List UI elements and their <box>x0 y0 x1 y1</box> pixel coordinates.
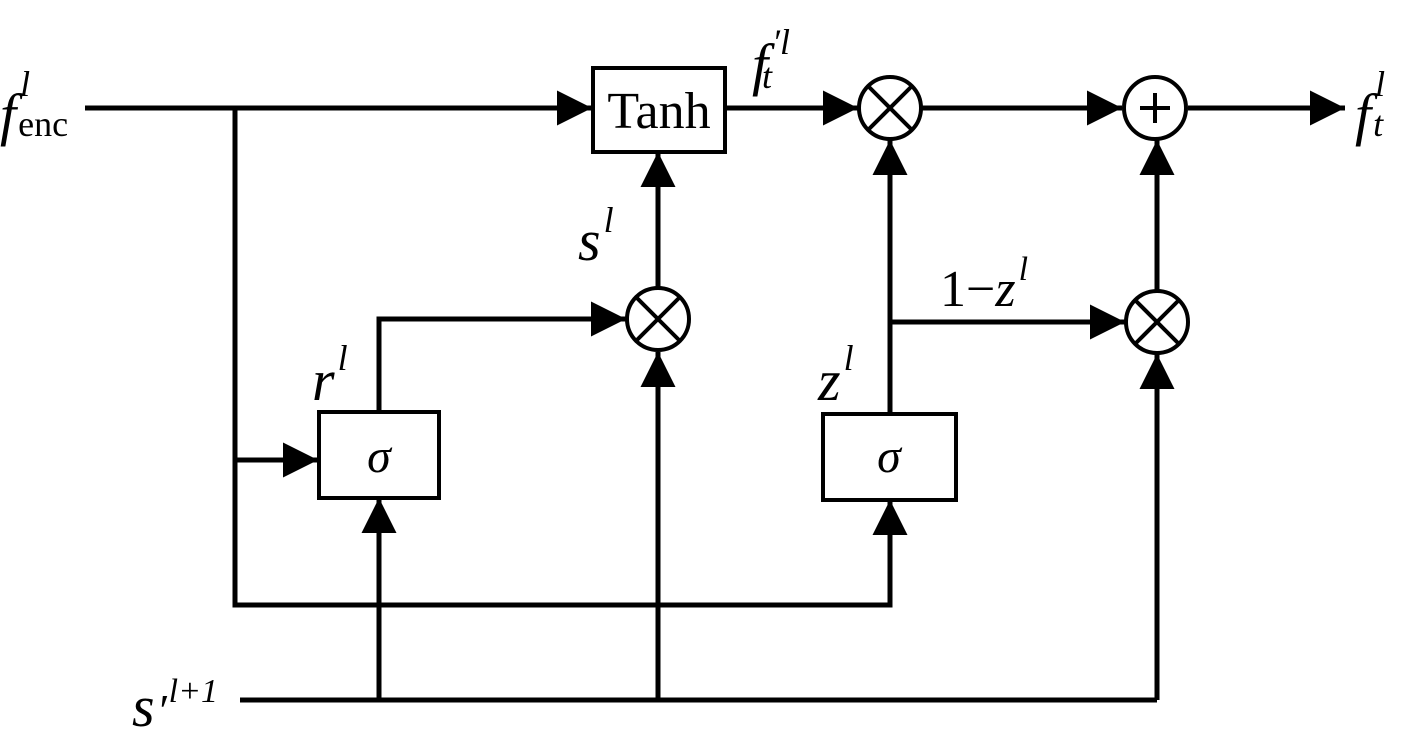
sigma-update-block: σ <box>821 412 958 502</box>
tanh-label: Tanh <box>607 83 710 140</box>
add-node <box>1122 75 1188 141</box>
multiply-node-top <box>857 75 923 141</box>
multiply-node-reset <box>625 286 691 352</box>
wires <box>85 90 1345 703</box>
sigma-reset-block: σ <box>317 410 441 500</box>
sigma-update-label: σ <box>877 430 903 483</box>
label-one-minus-z: 1−zl <box>940 251 1028 318</box>
label-r-l: rl <box>312 338 348 413</box>
wire-sigma-r-to-multiply-reset <box>376 301 626 412</box>
multiply-node-bottom <box>1124 289 1190 355</box>
sigma-reset-label: σ <box>367 430 393 483</box>
label-s-l: sl <box>578 200 614 273</box>
label-s-prev: s′l+1 <box>132 673 218 739</box>
wire-input-branch-bus <box>232 108 908 608</box>
label-z-l: zl <box>817 338 854 413</box>
tanh-block: Tanh <box>591 66 727 154</box>
